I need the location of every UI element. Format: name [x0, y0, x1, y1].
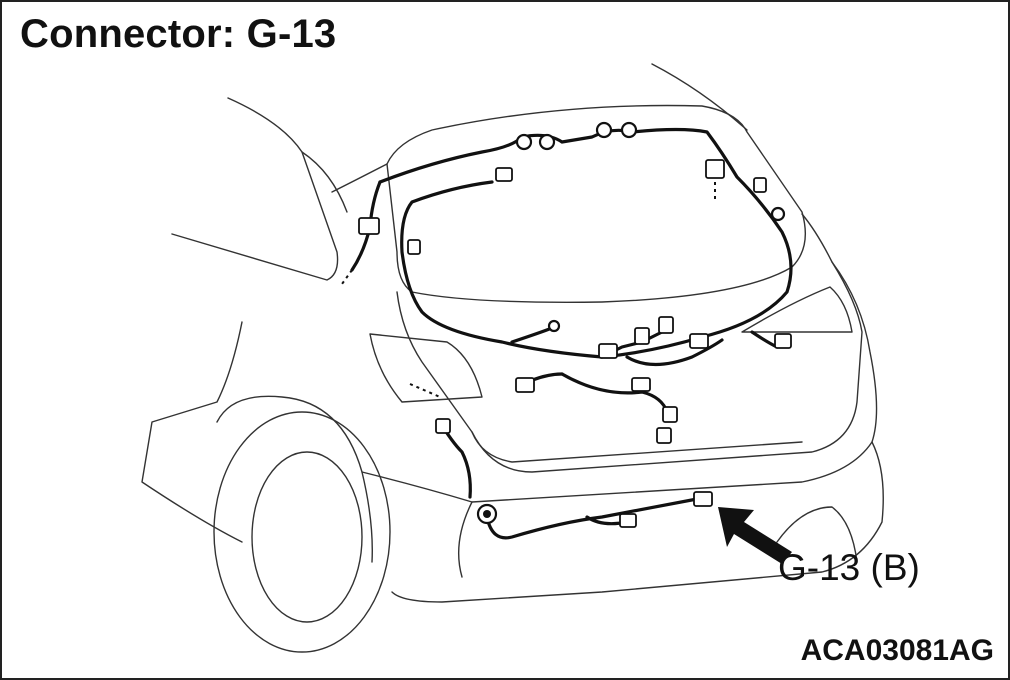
connector-center-5	[631, 377, 651, 392]
callout-arrow	[718, 507, 792, 564]
connector-upper-right	[705, 159, 725, 179]
connector-center-4	[689, 333, 709, 349]
connector-callout-label: G-13 (B)	[778, 547, 920, 588]
body-lower-side	[141, 321, 243, 543]
connector-window-left	[407, 239, 421, 255]
body-side-upper	[171, 97, 339, 281]
ground-eyelet-right	[620, 121, 638, 139]
bumper-grommet-core	[483, 510, 491, 518]
connector-center-1	[598, 343, 618, 359]
connector-left-down	[435, 418, 451, 434]
ground-eyelet-right-side	[770, 206, 786, 222]
ground-eyelet-upper-center	[538, 133, 556, 151]
right-wheel-hint	[776, 506, 858, 563]
tailgate-body	[396, 213, 863, 473]
connector-upper-left	[358, 217, 380, 235]
roof-line	[651, 63, 748, 131]
connector-upper-center	[495, 167, 513, 182]
c-pillar-line	[301, 151, 348, 213]
connector-center-3	[658, 316, 674, 334]
rear-tire-inner	[251, 451, 363, 623]
harness-dash-lamp	[409, 383, 441, 398]
connector-lower-1	[662, 406, 678, 423]
connector-bumper-mid	[619, 513, 637, 528]
harness-bumper	[485, 497, 699, 540]
rear-tire	[213, 411, 391, 653]
connector-g13	[693, 491, 713, 507]
connector-right-top	[753, 177, 767, 193]
harness-dash-left	[341, 269, 353, 285]
connector-right-lamp	[774, 333, 792, 349]
ground-eyelet-center	[547, 319, 561, 333]
bumper-crease	[457, 501, 473, 578]
right-side-body	[831, 261, 878, 443]
body-side-line	[331, 163, 388, 193]
left-tail-lamp	[369, 333, 483, 403]
ground-eyelet-upper-left	[515, 133, 533, 151]
harness-right-branch	[750, 330, 779, 349]
tailgate-inner-line	[471, 431, 803, 463]
connector-left-lamp	[515, 377, 535, 393]
wheel-arch	[216, 395, 373, 563]
connector-center-2	[634, 327, 650, 345]
rear-window-outline	[386, 104, 806, 303]
ground-eyelet-upper-right	[595, 121, 613, 139]
figure-id: ACA03081AG	[800, 634, 994, 667]
connector-lower-2	[656, 427, 672, 444]
page-title: Connector: G-13	[20, 12, 337, 56]
rear-bumper	[361, 441, 884, 603]
harness-upper-loop	[378, 127, 793, 359]
harness-lower-branch	[560, 372, 669, 414]
right-tail-lamp	[741, 286, 853, 333]
